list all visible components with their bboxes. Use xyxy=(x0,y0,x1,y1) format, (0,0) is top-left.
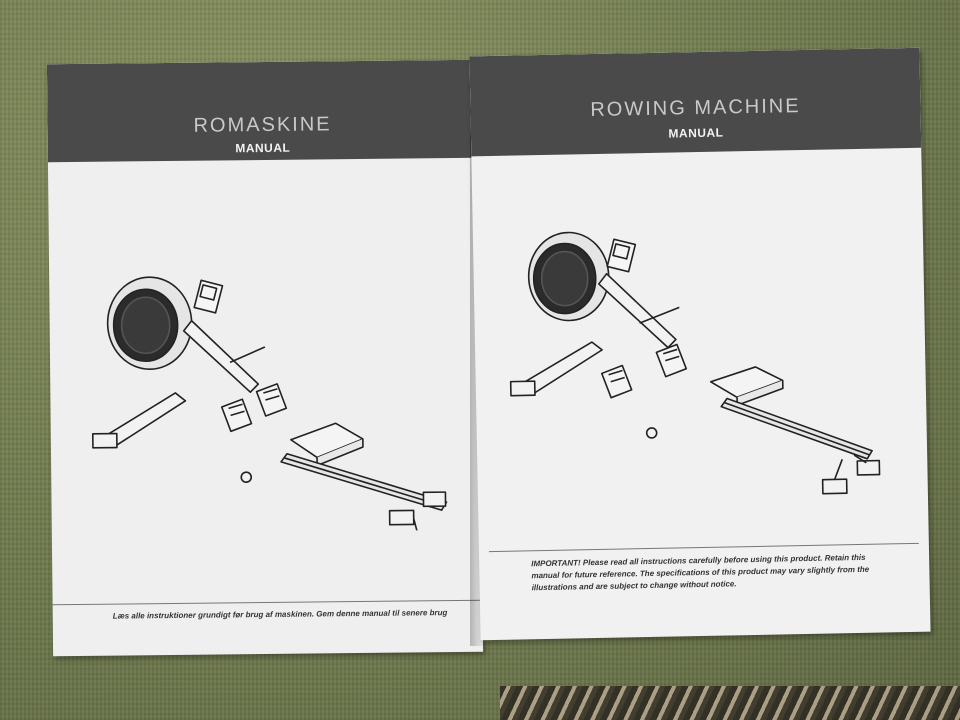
rowing-machine-illustration xyxy=(509,231,881,495)
manual-footnote: Læs alle instruktioner grundigt før brug… xyxy=(112,608,448,621)
manual-subtitle: MANUAL xyxy=(235,140,291,156)
manual-footnote: IMPORTANT! Please read all instructions … xyxy=(531,552,870,593)
wicker-chair-edge xyxy=(500,686,960,720)
manual-title: ROMASKINE xyxy=(193,113,332,137)
footer-divider xyxy=(488,542,919,553)
manual-title: ROWING MACHINE xyxy=(590,95,801,122)
manual-booklet-english: ROWING MACHINE MANUAL xyxy=(469,47,931,641)
manual-header-band: ROWING MACHINE MANUAL xyxy=(469,47,922,157)
footer-divider xyxy=(52,599,483,606)
manual-booklet-danish: ROMASKINE MANUAL xyxy=(46,59,484,657)
rowing-machine-illustration xyxy=(91,276,448,534)
manual-header-band: ROMASKINE MANUAL xyxy=(46,59,478,163)
manual-subtitle: MANUAL xyxy=(668,125,724,141)
